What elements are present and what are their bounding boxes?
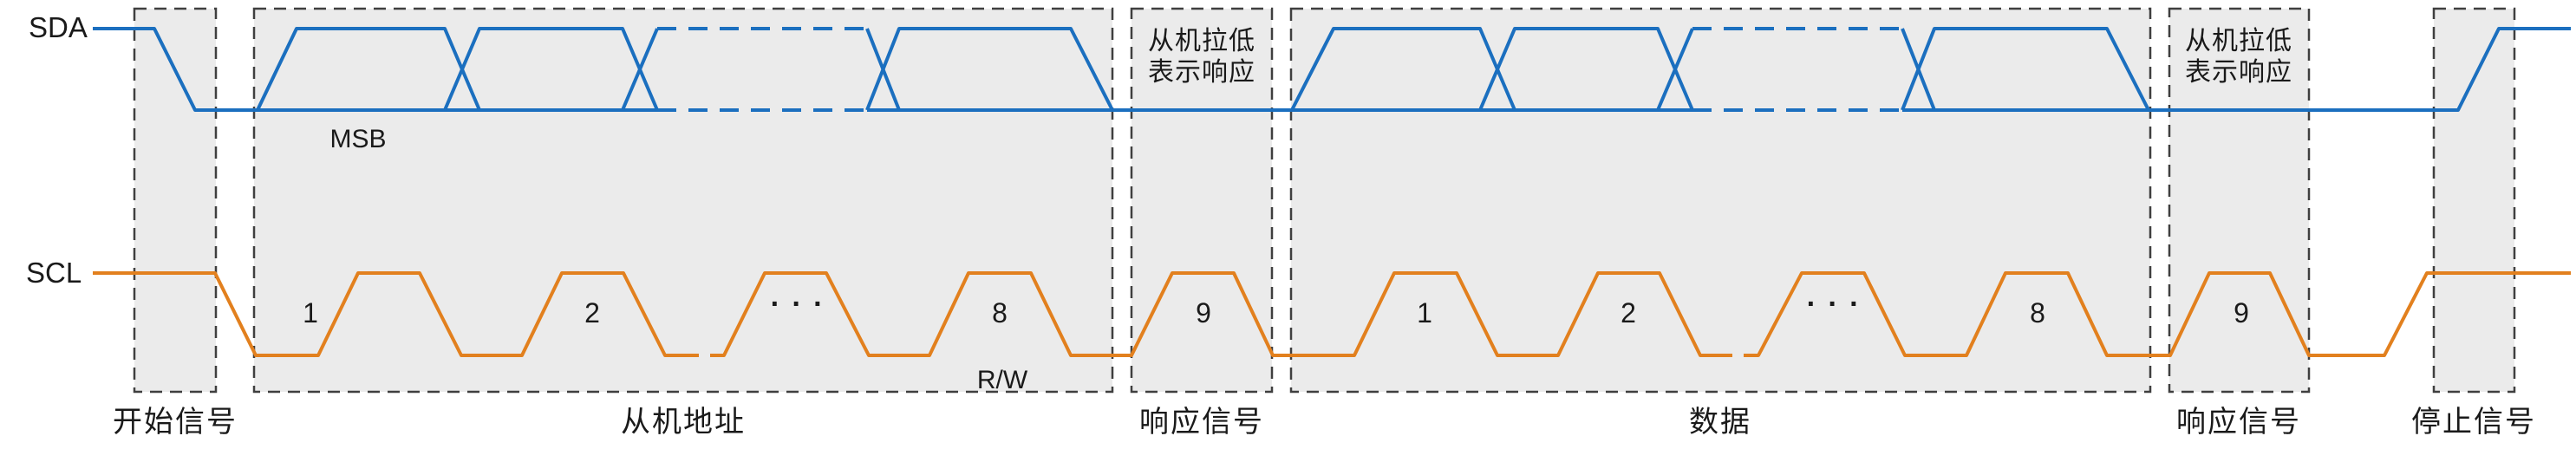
rw-annotation: R/W (977, 366, 1028, 394)
start-signal-region (133, 7, 218, 394)
ack2-note-line1: 从机拉低 (2185, 27, 2292, 55)
slave-address-region (252, 7, 1114, 394)
sda-slave-bit8 (865, 27, 1114, 111)
scl-signal-label: SCL (26, 257, 82, 289)
slave-clock-9: 9 (1196, 297, 1211, 329)
slave-clock-8: 8 (992, 297, 1008, 329)
ack1-note-line2: 表示响应 (1148, 58, 1255, 87)
scl-segment-3 (1751, 271, 2571, 357)
data-clock-8: 8 (2030, 297, 2045, 329)
data-clock-9: 9 (2234, 297, 2249, 329)
ack2-note-line2: 表示响应 (2185, 58, 2292, 87)
phase-regions (133, 7, 2516, 394)
data-region (1289, 7, 2152, 394)
scl-segment-2 (717, 271, 1714, 357)
data-clock-2: 2 (1621, 297, 1636, 329)
sda-data-bit8 (1901, 27, 2150, 111)
stop-signal-label: 停止信号 (2411, 406, 2536, 439)
data-clock-dots: · · · (1807, 288, 1862, 321)
start-signal-label: 开始信号 (113, 406, 238, 439)
slave-clock-1: 1 (303, 297, 318, 329)
sda-slave-cross-rise (621, 28, 659, 111)
slave-address-label: 从机地址 (621, 406, 746, 439)
ack-region-2 (2168, 7, 2311, 394)
data-clock-1: 1 (1417, 297, 1432, 329)
ack2-label: 响应信号 (2176, 406, 2301, 439)
sda-start-and-low-rail (93, 27, 657, 112)
stop-signal-region (2432, 7, 2516, 394)
diagram-text: SDA SCL MSB R/W 从机拉低 表示响应 从机拉低 表示响应 1 2 … (26, 11, 2536, 439)
slave-clock-2: 2 (584, 297, 600, 329)
scl-segment-1 (93, 271, 681, 357)
ack1-label: 响应信号 (1139, 406, 1264, 439)
sda-waveform (93, 27, 2571, 112)
msb-annotation: MSB (329, 125, 386, 153)
sda-signal-label: SDA (29, 11, 88, 43)
data-label: 数据 (1689, 406, 1751, 439)
ack-region-1 (1130, 7, 1274, 394)
sda-data-cross-rise (1656, 28, 1694, 111)
slave-clock-dots: · · · (771, 288, 825, 321)
scl-waveform (93, 271, 2571, 357)
ack1-note-line1: 从机拉低 (1148, 27, 1255, 55)
sda-stop-rise (1902, 27, 2571, 112)
